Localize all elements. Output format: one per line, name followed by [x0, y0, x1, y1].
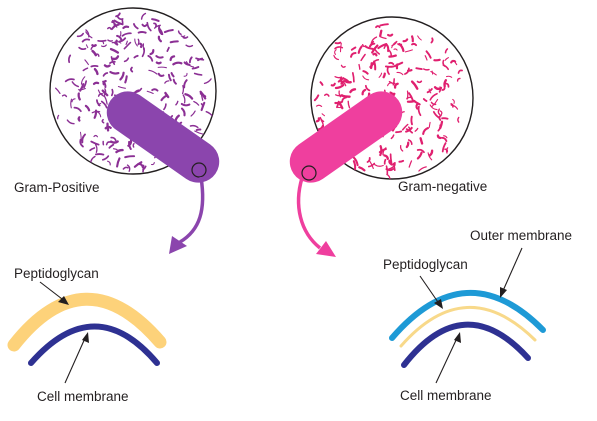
peptidoglycan-right-label: Peptidoglycan: [383, 257, 468, 272]
bacterium-squiggle: [396, 132, 401, 133]
bacterium-squiggle: [116, 41, 117, 45]
bacterium-squiggle: [98, 41, 106, 42]
bacterium-squiggle: [79, 117, 80, 120]
bacterium-squiggle: [393, 79, 394, 85]
cell-membrane-right-label: Cell membrane: [400, 388, 492, 403]
bacterium-squiggle: [412, 36, 413, 41]
bacterium-squiggle: [112, 90, 113, 96]
bacterium-squiggle: [183, 37, 187, 38]
bacterium-squiggle: [105, 65, 110, 66]
bacterium-squiggle: [96, 154, 104, 155]
bacterium-squiggle: [123, 27, 128, 28]
bacterium-squiggle: [157, 63, 161, 64]
bacterium-squiggle: [384, 74, 385, 78]
bacterium-squiggle: [380, 146, 381, 155]
bacterium-squiggle: [371, 63, 372, 68]
bacterium-squiggle: [408, 70, 412, 71]
gram-negative-wall: Outer membrane Peptidoglycan Cell membra…: [383, 228, 572, 403]
bacterium-squiggle: [398, 44, 401, 45]
bacterium-squiggle: [94, 83, 98, 84]
cell-membrane-left-label: Cell membrane: [37, 389, 129, 404]
bacterium-squiggle: [138, 39, 139, 44]
pointer-outer-membrane: [502, 248, 522, 293]
bacterium-squiggle: [408, 101, 415, 102]
gram-positive-panel: Gram-Positive: [14, 8, 227, 254]
bacterium-squiggle: [158, 67, 166, 68]
gram-negative-label: Gram-negative: [398, 179, 487, 194]
gram-positive-zoom-arrow: [180, 177, 203, 242]
peptidoglycan-left-label: Peptidoglycan: [14, 266, 99, 281]
bacterium-squiggle: [91, 66, 97, 67]
bacterium-squiggle: [391, 154, 392, 163]
bacterium-squiggle: [336, 43, 341, 44]
bacterium-squiggle: [388, 35, 392, 36]
bacterium-squiggle: [399, 161, 403, 162]
bacterium-squiggle: [125, 156, 134, 157]
pointer-outer-membrane-head: [500, 287, 507, 298]
outer-membrane-label: Outer membrane: [470, 228, 572, 243]
gram-negative-panel: Gram-negative: [282, 17, 488, 257]
bacterium-squiggle: [389, 56, 395, 57]
bacterium-squiggle: [421, 138, 423, 143]
bacterium-squiggle: [432, 71, 433, 74]
cell-membrane-right: [404, 325, 528, 365]
bacterium-squiggle: [416, 68, 422, 69]
pointer-peptidoglycan-right: [420, 276, 440, 305]
bacterium-squiggle: [424, 69, 429, 70]
bacterium-squiggle: [140, 44, 141, 47]
cell-membrane-left: [31, 327, 157, 364]
bacterium-squiggle: [139, 32, 146, 33]
bacterium-squiggle: [79, 94, 80, 100]
bacterium-squiggle: [359, 65, 360, 70]
bacterium-squiggle: [380, 24, 388, 25]
bacterium-squiggle: [380, 31, 381, 36]
gram-negative-zoom-arrow: [299, 178, 320, 248]
bacterium-squiggle: [385, 160, 386, 164]
bacterium-squiggle: [341, 96, 349, 97]
gram-positive-wall: Peptidoglycan Cell membrane: [14, 266, 160, 404]
gram-positive-label: Gram-Positive: [14, 180, 100, 195]
bacterium-squiggle: [171, 41, 178, 42]
bacterium-squiggle: [133, 144, 134, 147]
bacterium-squiggle: [411, 117, 412, 125]
bacterium-squiggle: [374, 61, 375, 69]
bacterium-squiggle: [111, 142, 118, 143]
pointer-cell-membrane-left: [65, 336, 86, 383]
bacterium-squiggle: [181, 36, 184, 37]
bacterium-squiggle: [106, 127, 111, 128]
bacterium-squiggle: [407, 91, 408, 99]
pointer-cell-membrane-right: [436, 336, 458, 383]
bacterium-squiggle: [92, 45, 95, 46]
bacterium-squiggle: [197, 129, 201, 130]
